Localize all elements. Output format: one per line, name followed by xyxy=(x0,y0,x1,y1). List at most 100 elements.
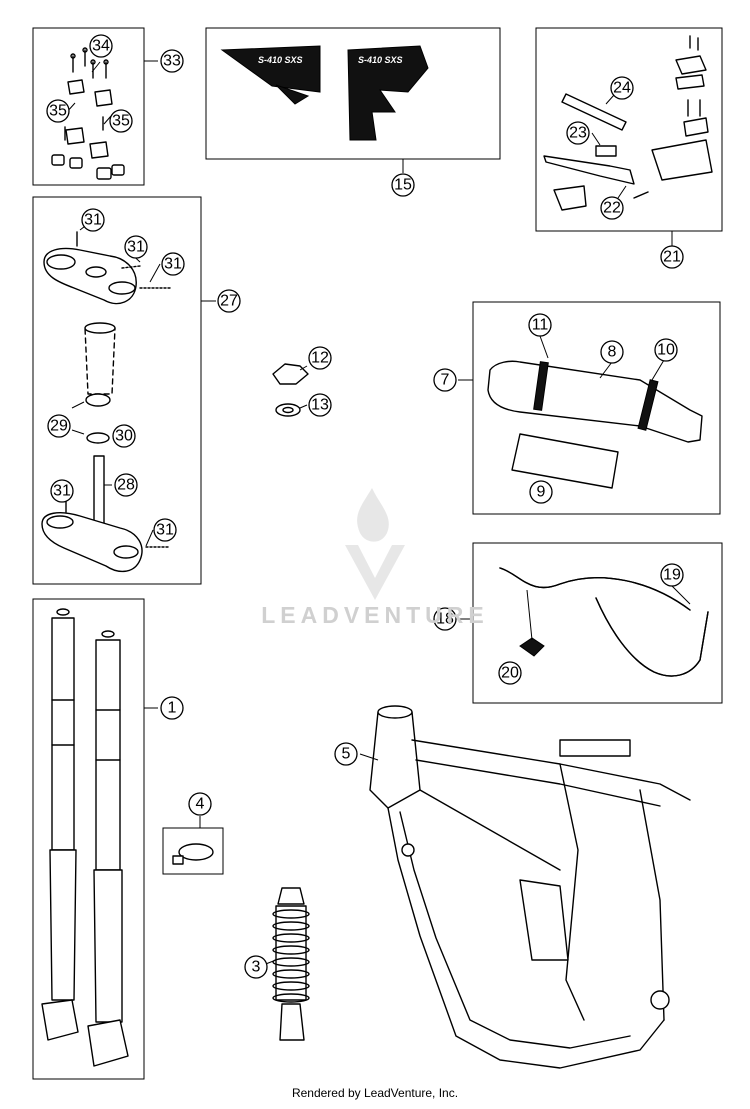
svg-text:22: 22 xyxy=(603,200,621,217)
brake-lever xyxy=(543,155,635,185)
box-4 xyxy=(162,827,224,875)
svg-text:31: 31 xyxy=(127,239,145,256)
callout-10: 10 xyxy=(654,338,678,362)
box-1 xyxy=(32,598,145,1080)
svg-text:20: 20 xyxy=(501,665,519,682)
upper-bearing xyxy=(85,393,111,407)
adjuster xyxy=(595,145,617,157)
svg-text:13: 13 xyxy=(311,397,329,414)
svg-text:5: 5 xyxy=(342,746,351,763)
washer-hole xyxy=(282,406,294,414)
box-27 xyxy=(32,196,202,585)
callout-31d: 31 xyxy=(50,479,74,503)
svg-text:31: 31 xyxy=(156,522,174,539)
watermark-logo xyxy=(345,488,405,600)
svg-text:35: 35 xyxy=(49,103,67,120)
svg-text:11: 11 xyxy=(532,317,549,334)
frame-gusset xyxy=(419,789,561,871)
box-33 xyxy=(32,27,145,186)
callout-33: 33 xyxy=(160,49,184,73)
callout-7: 7 xyxy=(433,368,457,392)
fork-axle-lug-left xyxy=(41,999,79,1041)
frame-subframe-mount xyxy=(559,739,631,757)
group-triple-clamp xyxy=(32,196,216,585)
svg-text:18: 18 xyxy=(436,611,454,628)
watermark-text: LEADVENTURE xyxy=(261,602,489,628)
svg-text:28: 28 xyxy=(117,477,135,494)
group-master-cylinder xyxy=(535,27,723,246)
fork-cap-left xyxy=(56,608,70,616)
callout-27: 27 xyxy=(217,289,241,313)
reservoir-cap xyxy=(675,55,707,75)
box-18 xyxy=(472,542,723,704)
piston-kit xyxy=(561,93,627,131)
spacer-2 xyxy=(69,157,83,169)
svg-text:1: 1 xyxy=(168,700,177,717)
footer-credit: Rendered by LeadVenture, Inc. xyxy=(291,1086,459,1100)
spacer-4 xyxy=(111,164,125,176)
frame-top-rail-inner xyxy=(415,759,661,807)
frame xyxy=(369,705,691,1069)
frame-down-tube xyxy=(387,807,665,1069)
frame-swingarm-plate xyxy=(519,879,569,961)
callout-29: 29 xyxy=(47,414,71,438)
fork-axle-lug-right xyxy=(87,1019,129,1067)
svg-text:23: 23 xyxy=(569,125,587,142)
callout-9: 9 xyxy=(529,480,553,504)
svg-text:29: 29 xyxy=(50,418,68,435)
silencer-packing xyxy=(511,433,619,489)
callout-34: 34 xyxy=(89,34,113,58)
spacer-3 xyxy=(96,167,112,180)
shock-absorber xyxy=(272,887,310,1041)
callout-24: 24 xyxy=(610,76,634,100)
group-decals: S-410 SXS S-410 SXS xyxy=(205,27,501,173)
callout-3: 3 xyxy=(244,955,268,979)
steering-head-top xyxy=(377,705,413,719)
callout-19: 19 xyxy=(660,563,684,587)
svg-text:35: 35 xyxy=(112,113,130,130)
callout-31a: 31 xyxy=(81,208,105,232)
svg-text:10: 10 xyxy=(657,342,675,359)
group-front-forks xyxy=(32,598,158,1080)
group-handlebar-clamp xyxy=(32,27,158,186)
callout-30: 30 xyxy=(112,424,136,448)
fork-leg-right xyxy=(93,869,123,1023)
callout-23: 23 xyxy=(566,121,590,145)
shock-spring xyxy=(272,909,310,1003)
lower-clamp-left xyxy=(65,127,85,145)
cap-diaphragm xyxy=(675,74,705,90)
svg-text:30: 30 xyxy=(115,428,133,445)
silencer-body xyxy=(487,360,703,443)
svg-text:12: 12 xyxy=(311,350,329,367)
decal-left-lower xyxy=(275,84,310,105)
svg-text:27: 27 xyxy=(220,293,238,310)
steering-nut xyxy=(272,363,309,385)
master-clamp xyxy=(683,117,709,137)
callout-35b: 35 xyxy=(109,109,133,133)
lower-clamp-fork-hole-right xyxy=(113,545,139,559)
svg-text:4: 4 xyxy=(196,796,205,813)
callout-1: 1 xyxy=(160,696,184,720)
fork-leg-left xyxy=(49,849,77,1001)
callout-20: 20 xyxy=(498,661,522,685)
shock-top-eye xyxy=(277,887,305,905)
clamp-bolts xyxy=(64,47,109,141)
upper-clamp-stem-hole xyxy=(85,266,107,278)
callout-31b: 31 xyxy=(124,235,148,259)
decal-left-text: S-410 SXS xyxy=(258,55,303,65)
upper-clamp-left xyxy=(67,79,85,95)
callout-5: 5 xyxy=(334,742,358,766)
callout-28: 28 xyxy=(114,473,138,497)
svg-text:15: 15 xyxy=(394,177,412,194)
group-header-pipe xyxy=(458,542,723,704)
stem-tube-top xyxy=(84,322,116,334)
lower-clamp-fork-hole-left xyxy=(46,515,74,529)
decal-right xyxy=(347,45,429,141)
frame-rear-rail xyxy=(559,763,585,1021)
svg-text:9: 9 xyxy=(537,484,546,501)
svg-text:31: 31 xyxy=(53,483,71,500)
shock-bottom-mount xyxy=(279,1003,305,1041)
callout-21: 21 xyxy=(660,245,684,269)
svg-text:21: 21 xyxy=(663,249,681,266)
